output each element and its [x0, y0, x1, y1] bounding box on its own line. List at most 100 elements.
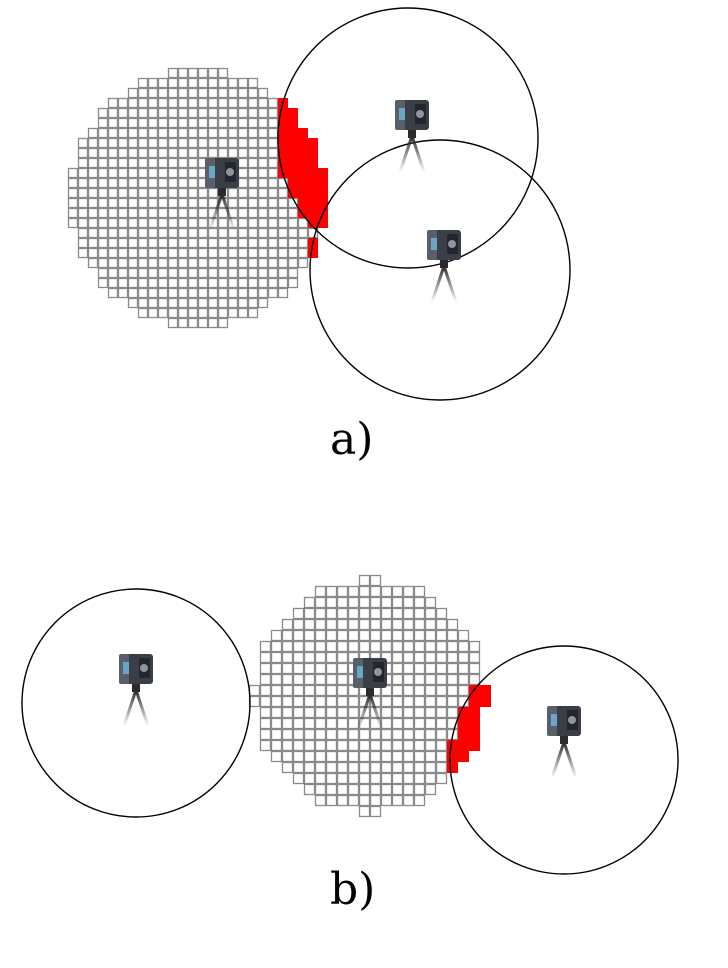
- grid-cell: [358, 640, 371, 653]
- grid-cell: [336, 794, 349, 807]
- grid-cell: [380, 640, 393, 653]
- grid-cell: [227, 197, 239, 209]
- grid-cell: [117, 147, 129, 159]
- grid-cell: [227, 147, 239, 159]
- grid-cell: [391, 706, 404, 719]
- grid-cell: [380, 585, 393, 598]
- grid-cell: [391, 640, 404, 653]
- grid-cell: [167, 267, 179, 279]
- grid-cell: [237, 167, 249, 179]
- grid-cell: [107, 117, 119, 129]
- grid-cell: [117, 97, 129, 109]
- grid-cell: [303, 772, 316, 785]
- grid-cell: [303, 662, 316, 675]
- grid-cell: [227, 287, 239, 299]
- grid-cell: [287, 237, 299, 249]
- grid-cell: [137, 287, 149, 299]
- grid-cell: [380, 739, 393, 752]
- grid-cell: [267, 177, 279, 189]
- grid-cell: [347, 761, 360, 774]
- grid-cell: [127, 167, 139, 179]
- grid-cell: [277, 187, 289, 199]
- grid-cell: [303, 618, 316, 631]
- grid-cell: [177, 117, 189, 129]
- grid-cell: [347, 750, 360, 763]
- grid-cell: [287, 267, 299, 279]
- grid-cell: [391, 695, 404, 708]
- grid-cell: [177, 137, 189, 149]
- grid-cell: [117, 137, 129, 149]
- grid-cell: [297, 227, 309, 239]
- grid-cell: [292, 618, 305, 631]
- grid-cell: [247, 237, 259, 249]
- grid-cell: [157, 217, 169, 229]
- grid-cell: [358, 794, 371, 807]
- overlap-cell: [469, 740, 480, 751]
- grid-cell: [402, 706, 415, 719]
- scanner-lower-right-a-laser-scanner-on-tripod-icon: [425, 228, 463, 306]
- grid-cell: [147, 167, 159, 179]
- overlap-cell: [469, 707, 480, 718]
- overlap-cell: [308, 198, 318, 208]
- grid-cell: [207, 107, 219, 119]
- grid-cell: [197, 147, 209, 159]
- grid-cell: [227, 117, 239, 129]
- grid-cell: [267, 97, 279, 109]
- grid-cell: [446, 662, 459, 675]
- grid-cell: [325, 629, 338, 642]
- overlap-cell: [298, 208, 308, 218]
- grid-cell: [157, 107, 169, 119]
- grid-cell: [391, 783, 404, 796]
- grid-cell: [217, 247, 229, 259]
- grid-cell: [380, 772, 393, 785]
- grid-cell: [227, 297, 239, 309]
- grid-cell: [247, 157, 259, 169]
- grid-cell: [325, 750, 338, 763]
- grid-cell: [303, 761, 316, 774]
- grid-cell: [227, 257, 239, 269]
- grid-cell: [380, 618, 393, 631]
- grid-cell: [424, 607, 437, 620]
- grid-cell: [424, 673, 437, 686]
- grid-cell: [167, 237, 179, 249]
- grid-cell: [187, 137, 199, 149]
- grid-cell: [325, 794, 338, 807]
- overlap-cell: [278, 108, 288, 118]
- grid-cell: [67, 207, 79, 219]
- overlap-cell: [298, 158, 308, 168]
- grid-cell: [248, 684, 261, 697]
- grid-cell: [167, 167, 179, 179]
- grid-cell: [358, 805, 371, 818]
- grid-cell: [157, 87, 169, 99]
- grid-cell: [247, 267, 259, 279]
- grid-cell: [167, 227, 179, 239]
- grid-cell: [107, 207, 119, 219]
- grid-cell: [325, 640, 338, 653]
- overlap-cell: [298, 188, 308, 198]
- overlap-cell: [447, 751, 458, 762]
- grid-cell: [267, 237, 279, 249]
- grid-cell: [117, 287, 129, 299]
- grid-cell: [325, 596, 338, 609]
- grid-cell: [227, 87, 239, 99]
- grid-cell: [117, 157, 129, 169]
- grid-cell: [157, 137, 169, 149]
- grid-cell: [137, 307, 149, 319]
- grid-cell: [446, 651, 459, 664]
- grid-cell: [270, 717, 283, 730]
- grid-cell: [157, 257, 169, 269]
- grid-cell: [237, 267, 249, 279]
- grid-cell: [237, 137, 249, 149]
- grid-cell: [237, 217, 249, 229]
- grid-cell: [287, 217, 299, 229]
- grid-cell: [413, 662, 426, 675]
- grid-cell: [457, 640, 470, 653]
- grid-cell: [247, 247, 259, 259]
- grid-cell: [307, 227, 319, 239]
- grid-cell: [137, 197, 149, 209]
- grid-cell: [117, 107, 129, 119]
- grid-cell: [435, 640, 448, 653]
- grid-cell: [207, 317, 219, 329]
- grid-cell: [391, 739, 404, 752]
- grid-cell: [257, 157, 269, 169]
